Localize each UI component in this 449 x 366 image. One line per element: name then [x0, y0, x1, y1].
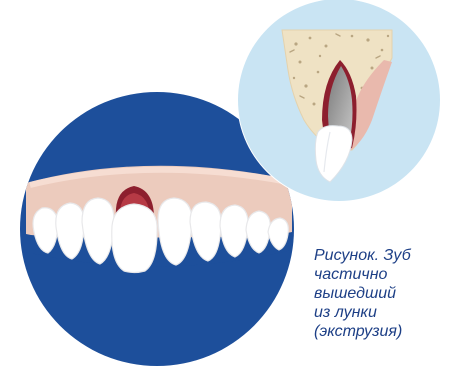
- caption-line: вышедший: [314, 284, 449, 303]
- tooth: [112, 204, 157, 273]
- caption-line: Рисунок. Зуб: [314, 246, 449, 265]
- caption-line: из лунки: [314, 303, 449, 322]
- zoom-circle: [237, 0, 441, 202]
- extruded-incisor: [112, 186, 157, 273]
- caption-line: (экструзия): [314, 322, 449, 341]
- figure-caption: Рисунок. Зуб частично вышедший из лунки …: [314, 246, 449, 341]
- caption-line: частично: [314, 265, 449, 284]
